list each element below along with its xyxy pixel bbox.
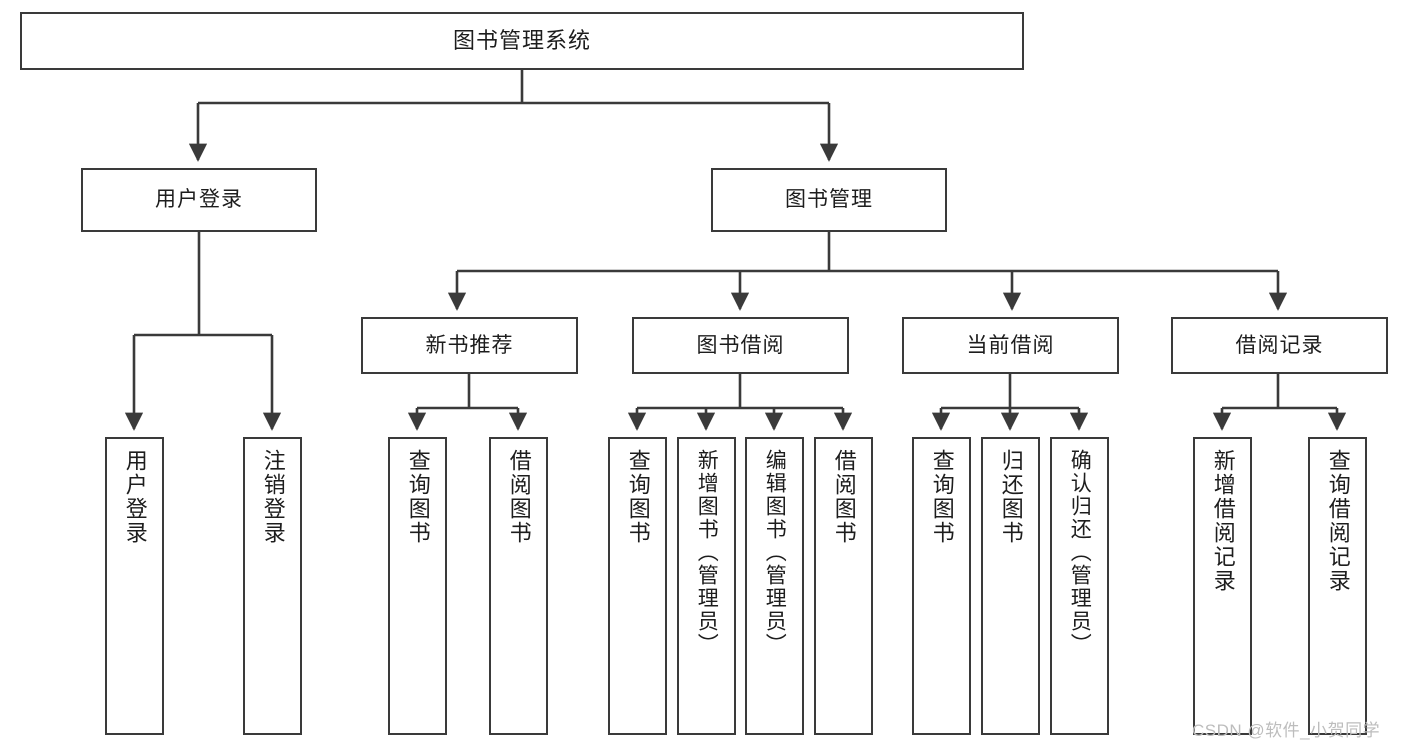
node-label: 图书管理系统 xyxy=(452,27,591,53)
leaf-borrow-book[interactable]: 借阅图书 xyxy=(814,437,873,735)
node-label: 图书管理 xyxy=(785,188,873,212)
node-book-management-system[interactable]: 图书管理系统 xyxy=(20,12,1024,70)
node-label: 查询借阅记录 xyxy=(1325,449,1351,593)
node-label: 确认归还（管理员） xyxy=(1068,449,1092,656)
node-label: 注销登录 xyxy=(260,449,286,545)
node-label: 查询图书 xyxy=(405,449,431,545)
node-current-borrow[interactable]: 当前借阅 xyxy=(902,317,1119,374)
leaf-query-book-borrow[interactable]: 查询图书 xyxy=(608,437,667,735)
node-label: 借阅记录 xyxy=(1235,333,1324,357)
node-book-borrow[interactable]: 图书借阅 xyxy=(632,317,849,374)
leaf-return-book[interactable]: 归还图书 xyxy=(981,437,1040,735)
leaf-logout[interactable]: 注销登录 xyxy=(243,437,302,735)
csdn-watermark: CSDN @软件_小贺同学 xyxy=(1192,721,1381,740)
leaf-add-book-admin[interactable]: 新增图书（管理员） xyxy=(677,437,736,735)
node-label: 归还图书 xyxy=(998,449,1024,545)
node-label: 新增图书（管理员） xyxy=(695,449,719,656)
leaf-add-borrow-record[interactable]: 新增借阅记录 xyxy=(1193,437,1252,735)
node-user-login[interactable]: 用户登录 xyxy=(81,168,317,232)
node-label: 用户登录 xyxy=(122,449,148,545)
node-label: 用户登录 xyxy=(155,188,243,212)
leaf-query-borrow-record[interactable]: 查询借阅记录 xyxy=(1308,437,1367,735)
node-borrow-record[interactable]: 借阅记录 xyxy=(1171,317,1388,374)
node-label: 新增借阅记录 xyxy=(1210,449,1236,593)
node-label: 借阅图书 xyxy=(831,449,857,545)
leaf-edit-book-admin[interactable]: 编辑图书（管理员） xyxy=(745,437,804,735)
node-label: 图书借阅 xyxy=(696,333,785,357)
leaf-user-login[interactable]: 用户登录 xyxy=(105,437,164,735)
node-label: 新书推荐 xyxy=(425,333,514,357)
leaf-borrow-book-recommend[interactable]: 借阅图书 xyxy=(489,437,548,735)
node-book-management[interactable]: 图书管理 xyxy=(711,168,947,232)
node-label: 编辑图书（管理员） xyxy=(763,449,787,656)
node-label: 借阅图书 xyxy=(506,449,532,545)
leaf-query-book-recommend[interactable]: 查询图书 xyxy=(388,437,447,735)
node-new-book-recommend[interactable]: 新书推荐 xyxy=(361,317,578,374)
node-label: 查询图书 xyxy=(625,449,651,545)
node-label: 查询图书 xyxy=(929,449,955,545)
leaf-query-book-current[interactable]: 查询图书 xyxy=(912,437,971,735)
node-label: 当前借阅 xyxy=(966,333,1055,357)
leaf-confirm-return-admin[interactable]: 确认归还（管理员） xyxy=(1050,437,1109,735)
